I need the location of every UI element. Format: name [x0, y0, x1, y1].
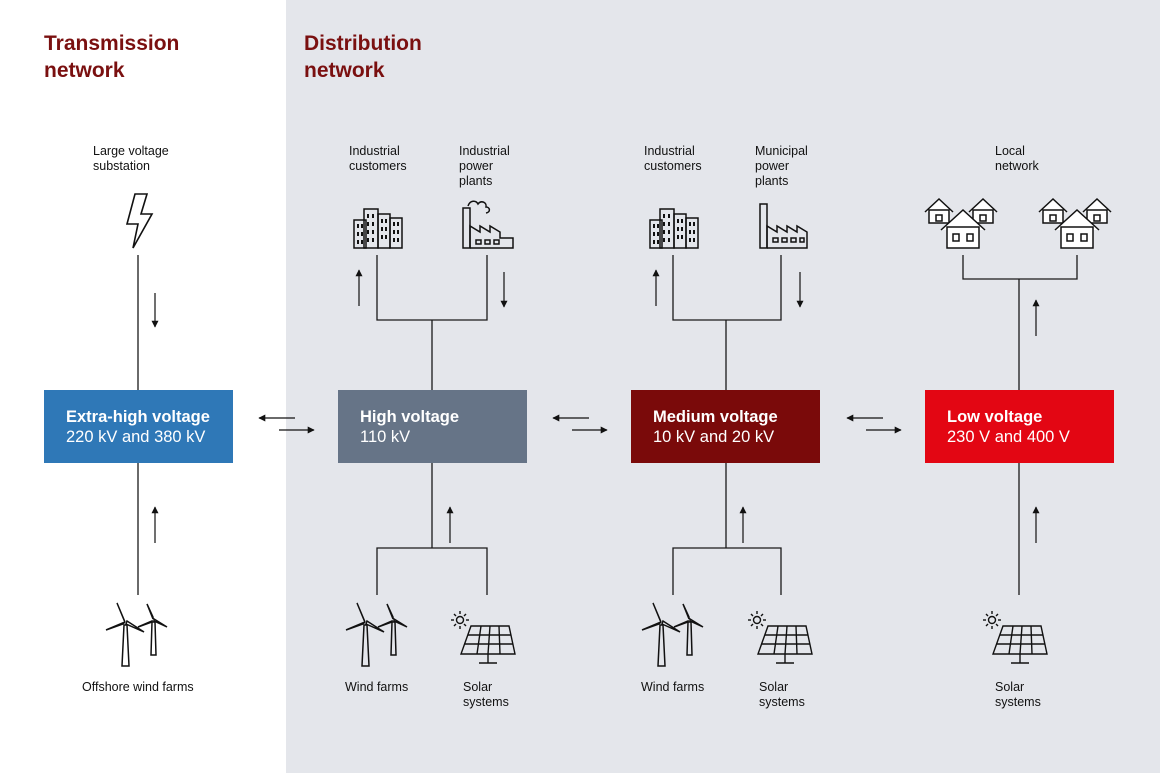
substation-label: Large voltage substation [93, 144, 169, 173]
lv-solar-label: Solar systems [995, 680, 1041, 709]
low-voltage-range: 230 V and 400 V [947, 428, 1070, 446]
high-voltage-title: High voltage [360, 408, 460, 426]
mv-solar-label: Solar systems [759, 680, 805, 709]
line-lv-top-branch [962, 255, 1078, 280]
extra-high-voltage-box: Extra-high voltage 220 kV and 380 kV [44, 390, 233, 463]
extra-high-voltage-range: 220 kV and 380 kV [66, 428, 206, 446]
solar-panel-icon [451, 611, 516, 664]
distribution-network-title: Distribution network [304, 32, 422, 82]
buildings-icon [353, 208, 403, 249]
hv-industrial-plants-label: Industrial power plants [459, 144, 510, 188]
mv-industrial-customers-label: Industrial customers [644, 144, 702, 173]
solar-panel-icon [983, 611, 1048, 664]
wind-turbine-icon [641, 602, 704, 667]
factory-icon [759, 203, 808, 249]
lv-local-network-label: Local network [995, 144, 1039, 173]
hv-wind-label: Wind farms [345, 680, 409, 694]
high-voltage-box: High voltage 110 kV [338, 390, 527, 463]
medium-voltage-title: Medium voltage [653, 408, 778, 426]
medium-voltage-box: Medium voltage 10 kV and 20 kV [631, 390, 820, 463]
medium-voltage-range: 10 kV and 20 kV [653, 428, 775, 446]
wind-turbine-icon [345, 602, 408, 667]
offshore-wind-label: Offshore wind farms [82, 680, 194, 694]
line-hv-bottom-branch [376, 547, 488, 595]
hv-industrial-customers-label: Industrial customers [349, 144, 407, 173]
high-voltage-range: 110 kV [360, 428, 411, 446]
mv-wind-label: Wind farms [641, 680, 705, 694]
houses-icon [1038, 197, 1112, 249]
lightning-icon [125, 193, 154, 249]
line-mv-bottom-branch [672, 547, 782, 595]
low-voltage-box: Low voltage 230 V and 400 V [925, 390, 1114, 463]
low-voltage-title: Low voltage [947, 408, 1043, 426]
mv-municipal-plants-label: Municipal power plants [755, 144, 808, 188]
transmission-network-title: Transmission network [44, 32, 180, 82]
factory-icon [462, 200, 514, 249]
extra-high-voltage-title: Extra-high voltage [66, 408, 210, 426]
line-mv-top-branch [672, 255, 782, 321]
buildings-icon [649, 208, 699, 249]
houses-icon [924, 197, 998, 249]
line-hv-top-branch [376, 255, 488, 321]
wind-turbine-icon [105, 602, 168, 667]
solar-panel-icon [748, 611, 813, 664]
hv-solar-label: Solar systems [463, 680, 509, 709]
